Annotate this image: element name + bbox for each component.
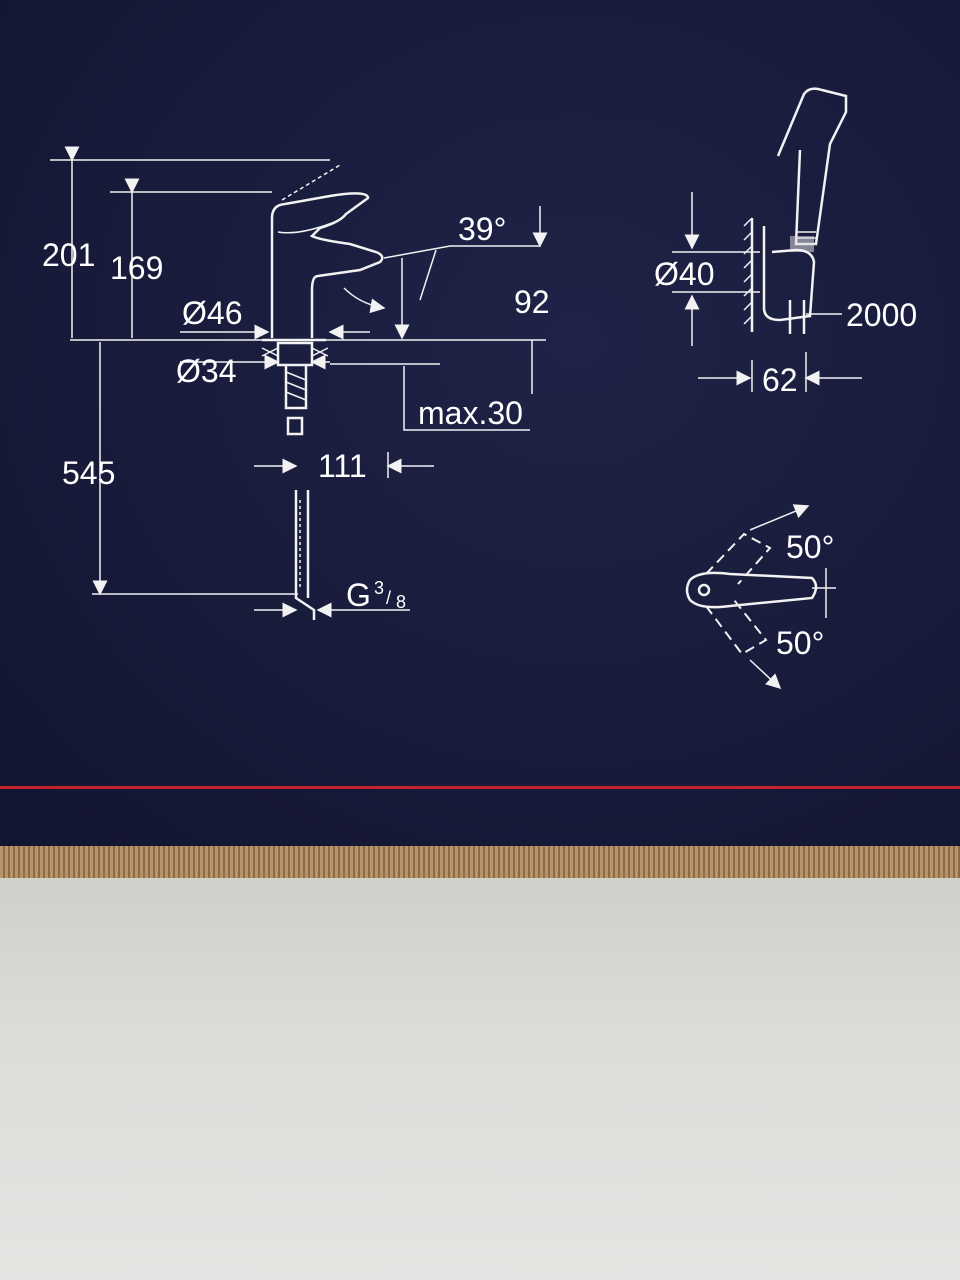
handle-down-ghost [705, 599, 768, 656]
red-stripe [0, 786, 960, 789]
hand-shower-drawing [743, 87, 848, 334]
table-surface [0, 878, 960, 1280]
faucet-drawing [261, 164, 384, 620]
label-thread-sup: 3 [374, 578, 384, 598]
label-max-thickness: max.30 [418, 395, 523, 431]
mounting-block [276, 341, 314, 367]
shower-holder [762, 226, 816, 322]
label-shower-width: 62 [762, 362, 798, 398]
shower-hose [788, 300, 806, 334]
shower-dimension-lines [672, 192, 862, 392]
angle-up-arrow [749, 504, 810, 531]
angle-reference [812, 568, 836, 618]
handle-top-view [685, 571, 818, 609]
label-angle-up: 50° [786, 529, 834, 565]
label-height-spout: 169 [110, 250, 163, 286]
thread-lines [285, 371, 307, 401]
hose-connector [286, 416, 304, 436]
angle-down-arrow [749, 659, 782, 690]
label-shower-hose: 2000 [846, 297, 917, 333]
faucet-body [270, 192, 384, 338]
label-angle: 39° [458, 211, 506, 247]
label-hose-length: 545 [62, 455, 115, 491]
mounting-hatch [261, 347, 329, 357]
faucet-handle-line [277, 219, 341, 234]
label-shower-diameter: Ø40 [654, 256, 714, 292]
handle-rotation-drawing [685, 504, 836, 690]
label-thread-sub: 8 [396, 592, 406, 612]
label-spout-height: 92 [514, 284, 550, 320]
hose-tail [294, 490, 316, 620]
shower-grip-texture [790, 236, 814, 252]
handle-pivot [697, 583, 711, 597]
label-thread-letter: G [346, 577, 371, 613]
label-angle-down: 50° [776, 625, 824, 661]
label-reach: 111 [318, 448, 367, 484]
label-diameter-base: Ø46 [182, 295, 242, 331]
cardboard-edge [0, 846, 960, 878]
label-diameter-hole: Ø34 [176, 353, 236, 389]
thread-slash: / [386, 588, 391, 608]
shower-head [776, 87, 848, 246]
faucet-dimension-lines [50, 146, 548, 618]
box-panel [0, 0, 960, 852]
label-height-total: 201 [42, 237, 95, 273]
technical-drawing: 201 169 39° 92 Ø46 Ø34 max.30 545 111 G … [42, 87, 917, 690]
lever-swing-dotted [281, 164, 341, 201]
threaded-stem [284, 365, 308, 410]
handle-up-ghost [705, 532, 772, 585]
